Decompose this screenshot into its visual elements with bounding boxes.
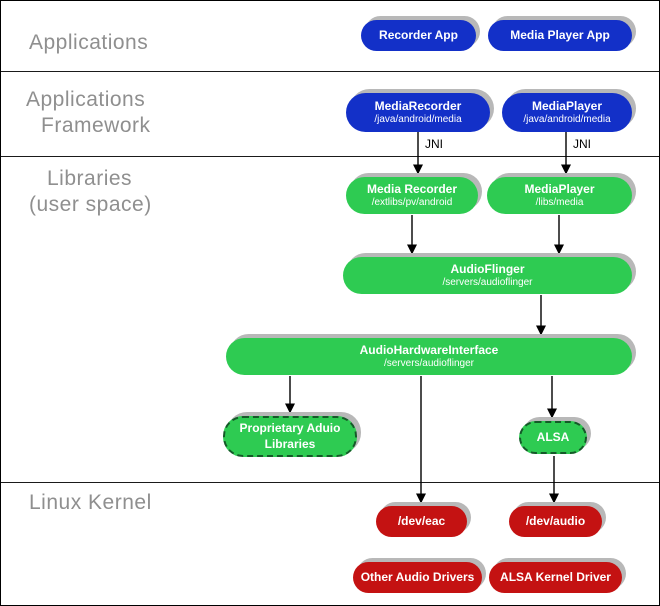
node-alsa-kernel-driver: ALSA Kernel Driver <box>489 562 622 593</box>
node-media-recorder-library: Media Recorder /extlibs/pv/android <box>346 177 478 214</box>
layer-label-framework-line2: Framework <box>41 114 151 137</box>
node-title: /dev/eac <box>397 513 446 528</box>
node-subtitle: /servers/audioflinger <box>442 277 533 289</box>
node-title: ALSA <box>536 429 570 444</box>
node-title: Recorder App <box>379 27 458 42</box>
node-title: MediaPlayer <box>524 181 595 196</box>
node-title: ALSA Kernel Driver <box>500 569 611 584</box>
layer-label-libraries-line1: Libraries <box>47 167 133 190</box>
node-title: /dev/audio <box>525 513 586 528</box>
layer-label-framework-line1: Applications <box>26 88 146 111</box>
jni-label-right: JNI <box>573 137 591 151</box>
node-title: AudioFlinger <box>450 261 525 276</box>
node-audiohardwareinterface: AudioHardwareInterface /servers/audiofli… <box>226 338 632 375</box>
divider-framework-libraries <box>1 156 659 157</box>
node-audioflinger: AudioFlinger /servers/audioflinger <box>343 257 632 294</box>
node-recorder-app: Recorder App <box>361 20 476 51</box>
node-subtitle: /servers/audioflinger <box>383 358 475 370</box>
node-alsa: ALSA <box>519 421 587 454</box>
layer-label-applications: Applications <box>29 31 149 54</box>
node-dev-eac: /dev/eac <box>376 506 467 537</box>
node-subtitle: /java/android/media <box>374 114 462 126</box>
node-title: Other Audio Drivers <box>360 569 475 584</box>
node-title: AudioHardwareInterface <box>359 342 499 357</box>
node-subtitle: /libs/media <box>535 197 584 209</box>
node-mediaplayer-framework: MediaPlayer /java/android/media <box>502 93 632 132</box>
node-title-line2: Libraries <box>264 436 316 451</box>
node-subtitle: /java/android/media <box>523 114 611 126</box>
node-title: MediaPlayer <box>531 98 603 113</box>
node-subtitle: /extlibs/pv/android <box>371 197 453 209</box>
node-dev-audio: /dev/audio <box>509 506 602 537</box>
node-mediarecorder-framework: MediaRecorder /java/android/media <box>346 93 490 132</box>
divider-applications-framework <box>1 71 659 72</box>
jni-label-left: JNI <box>425 137 443 151</box>
node-mediaplayer-library: MediaPlayer /libs/media <box>487 177 632 214</box>
node-proprietary-audio-libraries: Proprietary Aduio Libraries <box>223 416 357 457</box>
divider-libraries-kernel <box>1 482 659 483</box>
node-title: Media Player App <box>510 27 610 42</box>
node-title: Media Recorder <box>366 181 458 196</box>
node-other-audio-drivers: Other Audio Drivers <box>353 562 482 593</box>
node-media-player-app: Media Player App <box>488 20 632 51</box>
layer-label-libraries-line2: (user space) <box>29 193 152 216</box>
node-title: Proprietary Aduio <box>239 420 341 435</box>
layer-label-kernel: Linux Kernel <box>29 491 152 514</box>
node-title: MediaRecorder <box>374 98 462 113</box>
